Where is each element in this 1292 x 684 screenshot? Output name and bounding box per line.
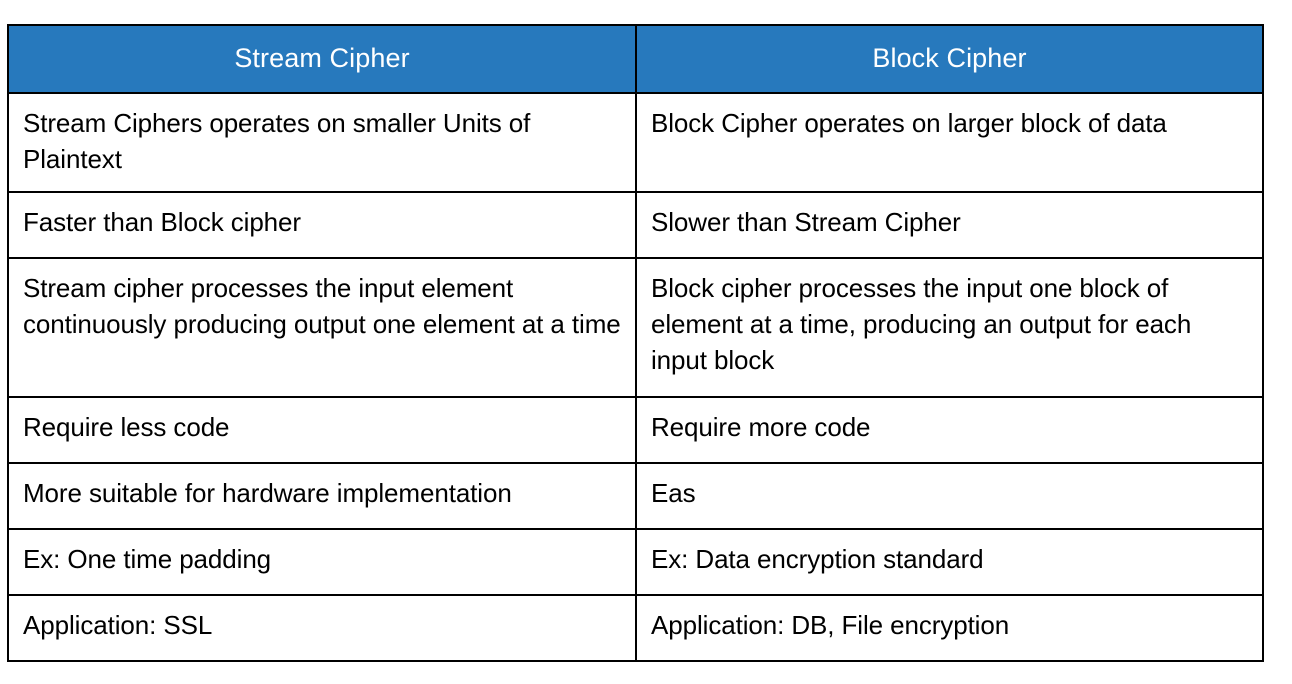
cell-block-cipher: Ex: Data encryption standard [635, 528, 1264, 596]
table-row: Ex: One time padding Ex: Data encryption… [7, 528, 1264, 596]
cell-block-cipher: Application: DB, File encryption [635, 594, 1264, 662]
column-header-label-block-cipher: Block Cipher [872, 43, 1027, 74]
cell-text: Ex: One time padding [23, 544, 272, 574]
cell-block-cipher: Eas [635, 462, 1264, 530]
cell-block-cipher: Require more code [635, 396, 1264, 464]
cell-stream-cipher: Stream Ciphers operates on smaller Units… [7, 92, 637, 193]
cell-text: Faster than Block cipher [23, 207, 301, 237]
cell-text: More suitable for hardware implementatio… [23, 478, 512, 508]
cell-text: Application: SSL [23, 610, 213, 640]
cell-text: Eas [651, 478, 696, 508]
cell-text: Require more code [651, 412, 871, 442]
cell-stream-cipher: Application: SSL [7, 594, 637, 662]
cell-text: Block Cipher operates on larger block of… [651, 108, 1167, 138]
column-header-label-stream-cipher: Stream Cipher [234, 43, 410, 74]
cell-stream-cipher: Ex: One time padding [7, 528, 637, 596]
table-row: Stream cipher processes the input elemen… [7, 257, 1264, 398]
table-body: Stream Ciphers operates on smaller Units… [7, 92, 1264, 662]
cell-stream-cipher: Require less code [7, 396, 637, 464]
table-header-row: Stream Cipher Block Cipher [7, 24, 1264, 94]
cell-stream-cipher: Faster than Block cipher [7, 191, 637, 259]
cell-text: Slower than Stream Cipher [651, 207, 961, 237]
cell-block-cipher: Block cipher processes the input one blo… [635, 257, 1264, 398]
column-header-block-cipher: Block Cipher [635, 24, 1264, 94]
cell-text: Stream cipher processes the input elemen… [23, 273, 621, 339]
cell-stream-cipher: Stream cipher processes the input elemen… [7, 257, 637, 398]
table-row: More suitable for hardware implementatio… [7, 462, 1264, 530]
column-header-stream-cipher: Stream Cipher [7, 24, 637, 94]
cell-block-cipher: Slower than Stream Cipher [635, 191, 1264, 259]
table-row: Require less code Require more code [7, 396, 1264, 464]
stream-vs-block-cipher-table: Stream Cipher Block Cipher Stream Cipher… [7, 24, 1264, 662]
cell-block-cipher: Block Cipher operates on larger block of… [635, 92, 1264, 193]
table-row: Stream Ciphers operates on smaller Units… [7, 92, 1264, 193]
cell-text: Block cipher processes the input one blo… [651, 273, 1192, 375]
cell-text: Require less code [23, 412, 230, 442]
cell-text: Stream Ciphers operates on smaller Units… [23, 108, 531, 174]
table-header: Stream Cipher Block Cipher [7, 24, 1264, 94]
cell-text: Ex: Data encryption standard [651, 544, 984, 574]
table-row: Faster than Block cipher Slower than Str… [7, 191, 1264, 259]
cell-text: Application: DB, File encryption [651, 610, 1010, 640]
table-row: Application: SSL Application: DB, File e… [7, 594, 1264, 662]
cell-stream-cipher: More suitable for hardware implementatio… [7, 462, 637, 530]
